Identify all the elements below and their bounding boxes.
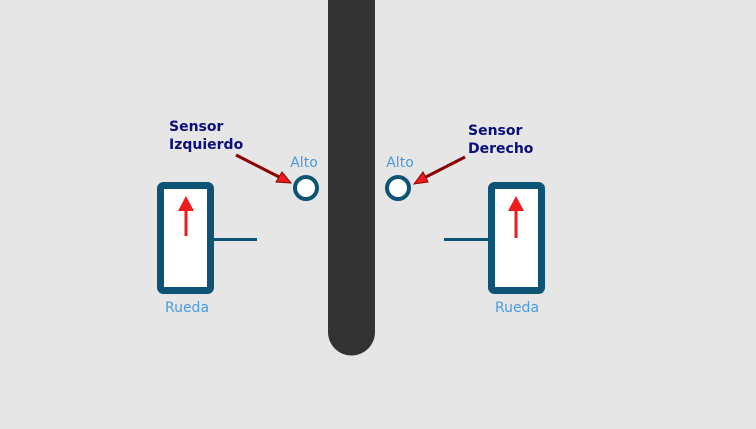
left-sensor-pointer bbox=[235, 153, 286, 182]
left-wheel-label: Rueda bbox=[165, 300, 209, 316]
arrow-up-icon bbox=[508, 196, 524, 238]
right-sensor-state: Alto bbox=[386, 155, 414, 171]
right-sensor-pointer-head bbox=[412, 171, 429, 185]
left-sensor-title-line2: Izquierdo bbox=[169, 137, 244, 153]
left-wheel-body bbox=[157, 182, 214, 294]
right-sensor-title-line1: Sensor bbox=[468, 123, 522, 139]
arrow-up-icon bbox=[178, 196, 194, 236]
left-sensor-state: Alto bbox=[290, 155, 318, 171]
left-wheel: Rueda bbox=[157, 182, 257, 316]
right-sensor-title-line2: Derecho bbox=[468, 141, 534, 157]
left-sensor-title-line1: Sensor bbox=[169, 119, 223, 135]
right-wheel-label: Rueda bbox=[495, 300, 539, 316]
right-sensor: Alto Sensor Derecho bbox=[385, 123, 534, 201]
left-sensor: Alto Sensor Izquierdo bbox=[169, 119, 319, 201]
right-sensor-pointer bbox=[419, 155, 466, 182]
left-sensor-pointer-head bbox=[275, 171, 293, 184]
right-sensor-circle bbox=[385, 175, 411, 201]
right-wheel: Rueda bbox=[444, 182, 545, 316]
track-line bbox=[328, 0, 375, 356]
left-sensor-circle bbox=[293, 175, 319, 201]
